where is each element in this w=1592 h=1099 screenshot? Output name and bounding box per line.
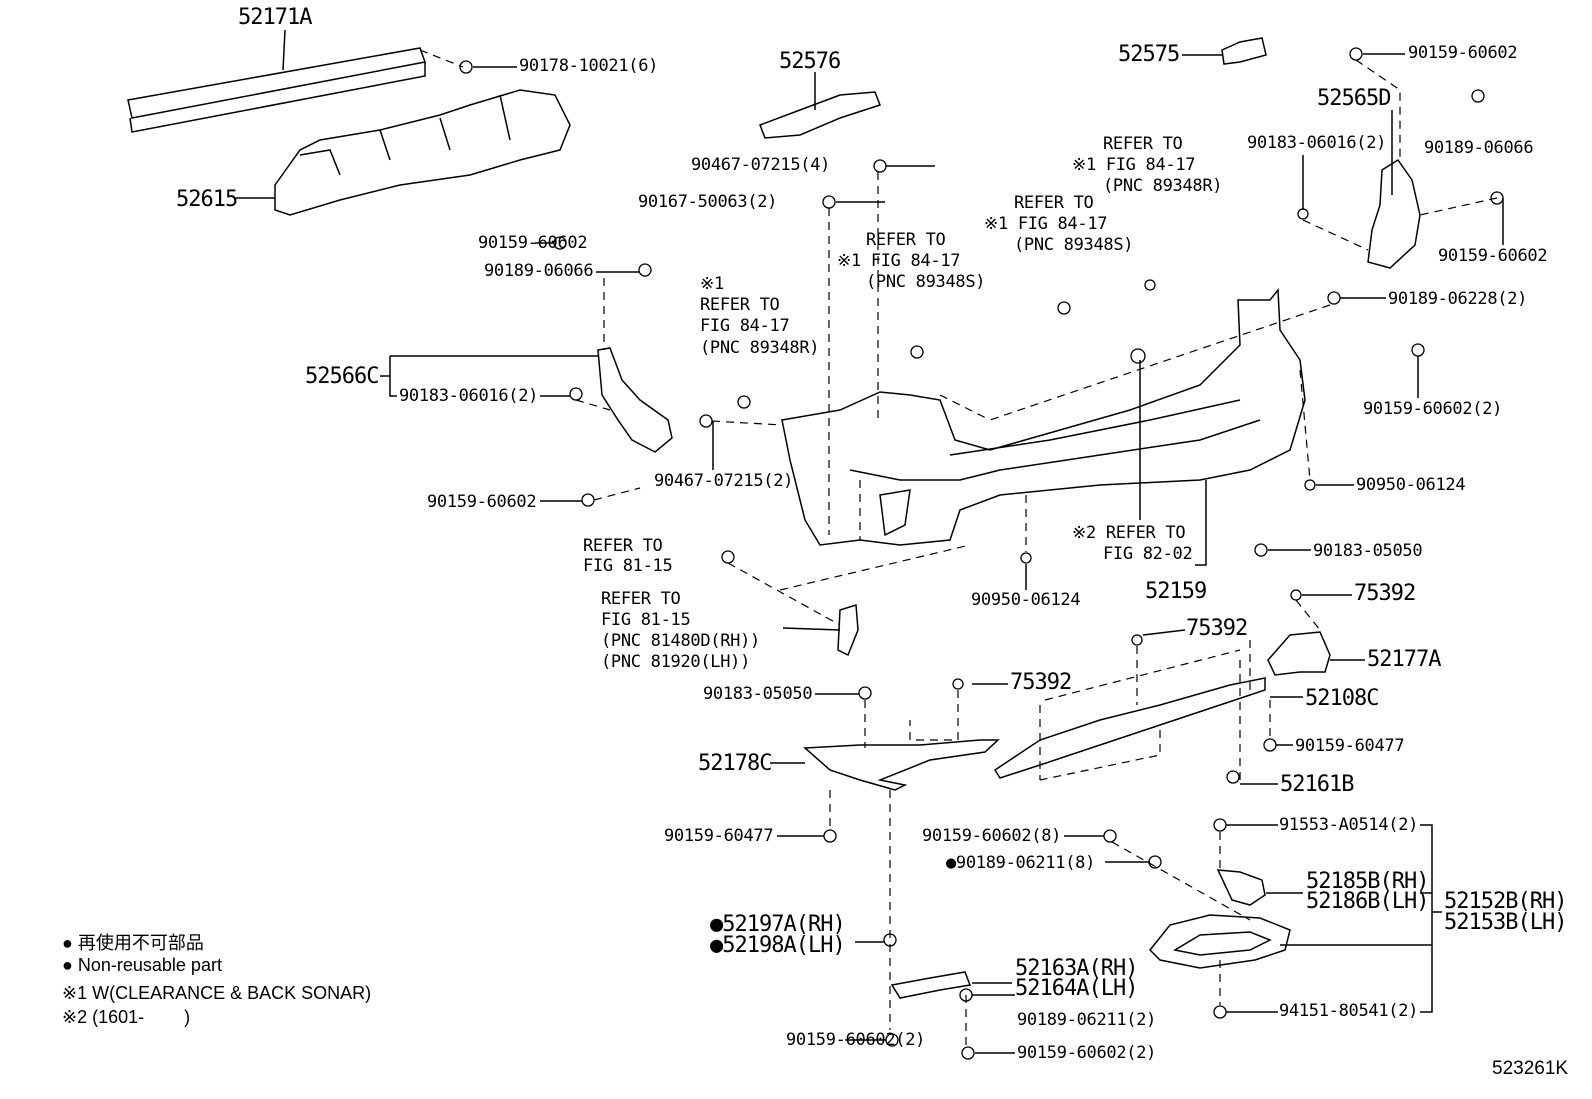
legend-note-1: ※1 W(CLEARANCE & BACK SONAR) (62, 983, 372, 1003)
refer-note: ※2 REFER TO (1072, 523, 1186, 543)
part-label: 90159-60602 (1408, 43, 1518, 63)
refer-note: REFER TO (601, 589, 681, 609)
part-label: 52108C (1305, 686, 1379, 711)
part-label: 90159-60602 (427, 492, 537, 512)
refer-note: REFER TO (1014, 193, 1094, 213)
rh-bracket-part (1367, 158, 1421, 269)
refer-note: (PNC 89348R) (700, 338, 820, 358)
refer-note: ※1 FIG 84-17 (837, 251, 961, 271)
refer-note: REFER TO (866, 230, 946, 250)
part-label: 52185B(RH) (1306, 869, 1429, 894)
refer-note: (PNC 89348R) (1103, 176, 1223, 196)
reflector-part (837, 604, 859, 657)
part-label: 52178C (698, 751, 772, 776)
part-label: 90189-06066 (484, 261, 594, 281)
part-label: 75392 (1010, 670, 1072, 695)
part-label: 90167-50063(2) (638, 192, 778, 212)
part-label: 91553-A0514(2) (1279, 815, 1419, 835)
part-label: 52186B(LH) (1306, 889, 1429, 914)
part-label: 90159-60602 (1438, 246, 1548, 266)
part-label: 90183-05050 (1313, 541, 1423, 561)
bumper-cover-part (781, 287, 1306, 546)
part-label: 94151-80541(2) (1279, 1001, 1419, 1021)
part-label: 52576 (779, 49, 841, 74)
part-label: ●52198A(LH) (710, 933, 846, 958)
part-label: 90159-60602(2) (1017, 1043, 1157, 1063)
part-label: 52171A (238, 5, 312, 30)
part-label: 90159-60602(8) (922, 826, 1062, 846)
legend-note-2: ※2 (1601- ) (62, 1007, 191, 1027)
refer-note: ※1 FIG 84-17 (1072, 155, 1196, 175)
part-label: 90189-06066 (1424, 138, 1534, 158)
part-label: 52164A(LH) (1015, 976, 1138, 1001)
refer-note: REFER TO (1103, 134, 1183, 154)
refer-note: FIG 81-15 (601, 610, 691, 630)
part-label: 52565D (1317, 86, 1391, 111)
part-label: 52615 (176, 187, 238, 212)
part-label: 90467-07215(2) (654, 471, 794, 491)
part-label: 90950-06124 (1356, 475, 1466, 495)
part-label: 90467-07215(4) (691, 155, 831, 175)
part-label: 90159-60477 (1295, 736, 1405, 756)
leader-lines (236, 53, 1504, 1054)
refer-note: FIG 82-02 (1103, 544, 1193, 564)
part-label: 75392 (1186, 616, 1248, 641)
part-label: 90159-60602(2) (786, 1030, 926, 1050)
part-label: ●52197A(RH) (710, 912, 846, 937)
energy-absorber-part (274, 89, 571, 216)
part-label: 52152B(RH) (1444, 889, 1567, 914)
refer-note: REFER TO (583, 536, 663, 556)
refer-note: FIG 81-15 (583, 556, 673, 576)
part-label: 90189-06211(2) (1017, 1010, 1157, 1030)
refer-note: FIG 84-17 (700, 316, 790, 336)
figure-id: 523261K (1492, 1058, 1569, 1079)
part-label: 52153B(LH) (1444, 910, 1567, 935)
part-label: 52177A (1367, 647, 1441, 672)
part-label: 90178-10021(6) (519, 56, 659, 76)
refer-note: ※1 (700, 274, 724, 294)
lower-bracket-part (890, 971, 972, 999)
part-label: 52575 (1118, 42, 1180, 67)
refer-note: (PNC 81480D(RH)) (601, 631, 760, 651)
refer-note: (PNC 81920(LH)) (601, 652, 751, 672)
refer-note: REFER TO (700, 295, 780, 315)
refer-note: (PNC 89348S) (1014, 235, 1134, 255)
part-label: 90183-06016(2) (1247, 133, 1387, 153)
lh-bracket-part (597, 347, 673, 453)
part-label: 75392 (1354, 581, 1416, 606)
lh-lower-cover-part (803, 739, 1000, 791)
side-retainer-part (759, 91, 881, 139)
side-bracket-part (1216, 869, 1266, 906)
dashed-guide-lines (419, 49, 1498, 1045)
part-label: 90183-06016(2) (399, 386, 539, 406)
part-label: 52161B (1280, 772, 1354, 797)
muffler-cutout-part (1148, 914, 1291, 969)
part-label: 52163A(RH) (1015, 956, 1138, 981)
part-label: 90159-60477 (664, 826, 774, 846)
legend-non-reusable-en: ● Non-reusable part (62, 955, 222, 975)
refer-note: ※1 FIG 84-17 (984, 214, 1108, 234)
part-label: 52159 (1145, 579, 1207, 604)
rh-lower-cover-part (1267, 631, 1331, 676)
part-label: 90183-05050 (703, 684, 813, 704)
legend-non-reusable-jp: ● 再使用不可部品 (62, 933, 204, 953)
part-label: ●90189-06211(8) (946, 853, 1096, 873)
refer-note: (PNC 89348S) (866, 272, 986, 292)
part-label: 90159-60602 (478, 233, 588, 253)
part-label: 90950-06124 (971, 590, 1081, 610)
part-label: 52566C (305, 364, 379, 389)
retainer-52575-part (1221, 37, 1267, 65)
part-label: 90189-06228(2) (1388, 289, 1528, 309)
part-label: 90159-60602(2) (1363, 399, 1503, 419)
bumper-reinforcement-part (127, 29, 427, 133)
